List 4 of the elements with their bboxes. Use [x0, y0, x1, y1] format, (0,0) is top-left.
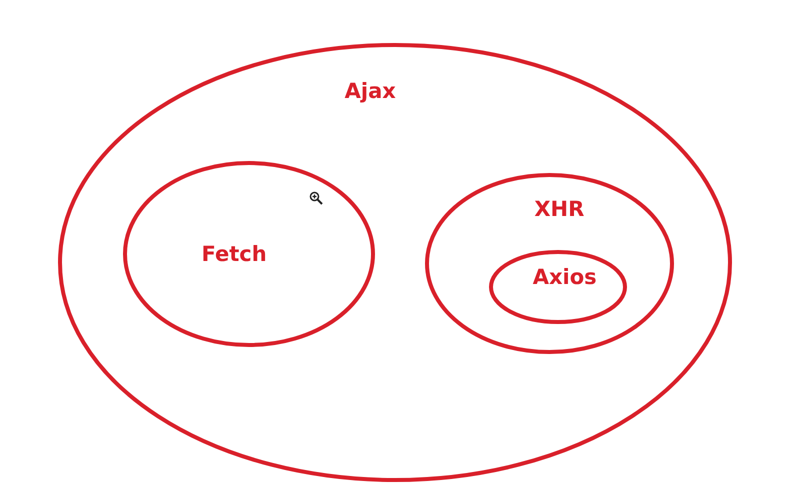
set-label: Axios [532, 264, 597, 288]
set-label: Ajax [344, 78, 396, 103]
set-label: XHR [534, 196, 584, 221]
set-label: Fetch [202, 242, 267, 266]
